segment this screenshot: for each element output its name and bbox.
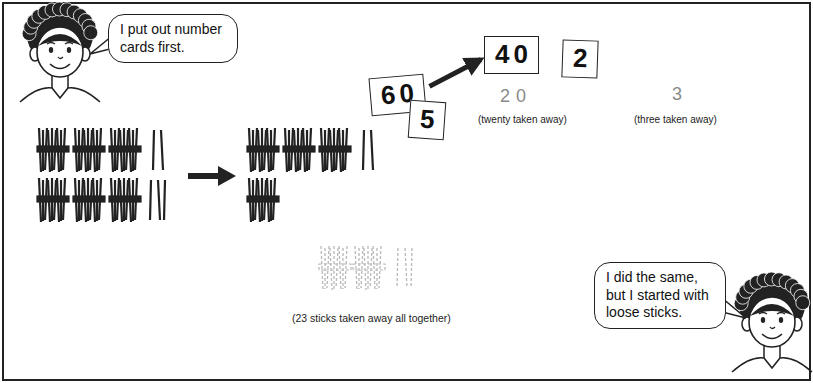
loose-stick	[158, 180, 160, 220]
stick-bundle	[109, 128, 141, 172]
stick-bundle	[247, 178, 279, 222]
card-number: 40	[495, 38, 532, 72]
stick-bundle	[37, 178, 69, 222]
taken-number: 3	[672, 84, 688, 105]
stick	[339, 246, 341, 290]
stick	[327, 246, 329, 288]
smile	[50, 64, 70, 69]
nose	[770, 327, 775, 329]
speech-bubble: I did the same, but I started with loose…	[594, 262, 726, 329]
card-number: 5	[419, 103, 440, 138]
number-card: 40	[484, 36, 539, 74]
collar	[20, 88, 100, 102]
card-number: 2	[572, 42, 592, 76]
caption-note: (23 sticks taken away all together)	[292, 312, 451, 324]
eye	[67, 47, 71, 53]
speech-text: I put out number cards first.	[120, 21, 226, 56]
stick	[358, 248, 359, 289]
eyebrow	[65, 43, 73, 45]
stick	[321, 246, 323, 290]
stick	[330, 248, 332, 290]
boy-face	[20, 2, 100, 102]
loose-stick	[397, 248, 398, 288]
stick	[373, 246, 375, 290]
stick-band	[37, 196, 69, 202]
stick	[379, 246, 381, 288]
loose-stick	[371, 130, 373, 170]
eyebrow	[777, 313, 785, 315]
stick-band	[37, 146, 69, 152]
stick-bundle	[319, 246, 351, 290]
face	[37, 27, 83, 77]
stick-bundle	[73, 178, 105, 222]
taken-number: 20	[500, 86, 532, 107]
speech-bubble: I put out number cards first.	[108, 14, 238, 63]
stick	[361, 246, 363, 288]
stick-band	[109, 196, 141, 202]
note: (three taken away)	[634, 114, 717, 125]
nose	[58, 57, 63, 59]
stick	[364, 248, 366, 290]
frame	[3, 3, 810, 380]
stick-band	[319, 264, 351, 270]
stick	[333, 246, 334, 289]
stick-band	[73, 196, 105, 202]
stick-bundle	[37, 128, 69, 172]
stick-band	[73, 146, 105, 152]
eyebrow	[759, 313, 767, 315]
stick-bundle	[353, 246, 385, 290]
loose-stick	[153, 130, 154, 170]
fringe	[750, 304, 794, 316]
eye	[49, 47, 53, 53]
stick-bundle	[319, 128, 351, 172]
loose-stick	[161, 130, 163, 170]
smile	[762, 334, 782, 339]
loose-stick	[164, 180, 165, 220]
stick-band	[247, 196, 279, 202]
eye	[779, 317, 783, 323]
stick	[370, 248, 372, 288]
eyebrow	[47, 43, 55, 45]
stick	[324, 248, 325, 289]
stick-bundle	[73, 128, 105, 172]
stick-band	[319, 146, 351, 152]
stick	[342, 248, 343, 289]
stick	[345, 246, 347, 288]
stick	[367, 246, 368, 289]
loose-stick	[363, 130, 364, 170]
loose-stick	[411, 248, 412, 288]
stick-bundle	[109, 178, 141, 222]
stick-band	[353, 264, 385, 270]
arrow-connector	[429, 59, 481, 86]
stick-bundle	[247, 128, 279, 172]
arrow-shaft	[188, 173, 220, 179]
number-card: 2	[561, 39, 599, 78]
stick	[376, 248, 377, 289]
loose-stick	[405, 248, 407, 288]
stick	[355, 246, 357, 290]
stick-band	[247, 146, 279, 152]
number-card: 5	[408, 100, 447, 140]
stick	[336, 248, 338, 288]
speech-text: I did the same, but I started with loose…	[606, 269, 714, 322]
fringe	[38, 34, 82, 46]
boy-face	[732, 272, 812, 372]
stick-band	[283, 146, 315, 152]
hair-curl	[796, 296, 810, 310]
face	[749, 297, 795, 347]
stick-band	[109, 146, 141, 152]
arrow-head	[218, 166, 236, 186]
hair-curl	[84, 26, 98, 40]
collar	[732, 358, 812, 372]
stick-bundle	[283, 128, 315, 172]
note: (twenty taken away)	[478, 114, 567, 125]
loose-stick	[150, 180, 151, 220]
eye	[761, 317, 765, 323]
